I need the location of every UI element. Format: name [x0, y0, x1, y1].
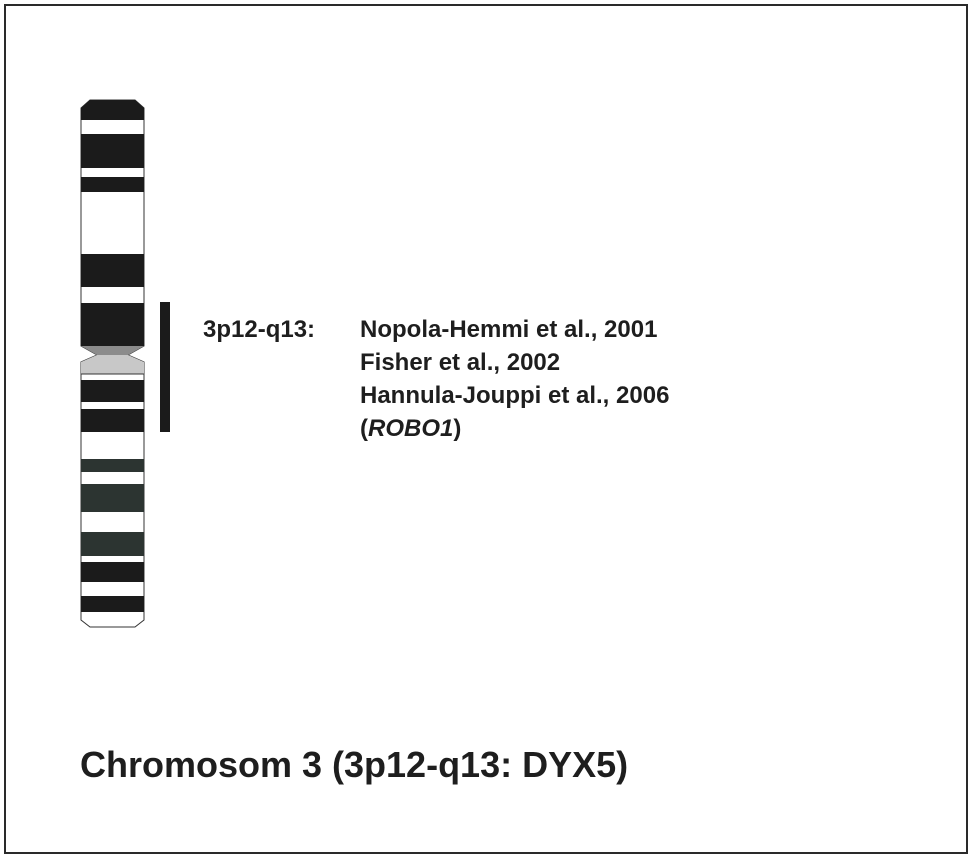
region-label: 3p12-q13: — [203, 313, 360, 346]
chromosome-band — [81, 409, 144, 432]
chromosome-band — [81, 177, 144, 192]
region-marker-bar — [160, 302, 170, 432]
gene-paren-close: ) — [453, 415, 461, 442]
gene-row: (ROBO1) — [203, 412, 669, 445]
figure-title: Chromosom 3 (3p12-q13: DYX5) — [80, 744, 628, 786]
chromosome-band — [81, 532, 144, 556]
locus-annotation: 3p12-q13:Nopola-Hemmi et al., 2001 Fishe… — [203, 313, 669, 445]
chromosome-band — [81, 596, 144, 612]
citation: Hannula-Jouppi et al., 2006 — [360, 382, 669, 409]
citation-row: Fisher et al., 2002 — [203, 346, 669, 379]
chromosome-band — [81, 134, 144, 168]
chromosome-band — [81, 100, 144, 108]
centromere — [81, 362, 144, 374]
chromosome-band — [81, 303, 144, 346]
centromere — [81, 346, 144, 355]
citation-row: Hannula-Jouppi et al., 2006 — [203, 379, 669, 412]
chromosome-band — [81, 562, 144, 582]
citation-row: 3p12-q13:Nopola-Hemmi et al., 2001 — [203, 313, 669, 346]
citation: Fisher et al., 2002 — [360, 349, 560, 376]
chromosome-band — [81, 484, 144, 512]
centromere — [81, 355, 144, 362]
chromosome-band — [81, 254, 144, 287]
citation: Nopola-Hemmi et al., 2001 — [360, 316, 657, 343]
chromosome-band — [81, 459, 144, 472]
chromosome-band — [81, 108, 144, 120]
chromosome-band — [81, 380, 144, 402]
gene-name: ROBO1 — [368, 415, 453, 442]
gene-paren-open: ( — [360, 415, 368, 442]
